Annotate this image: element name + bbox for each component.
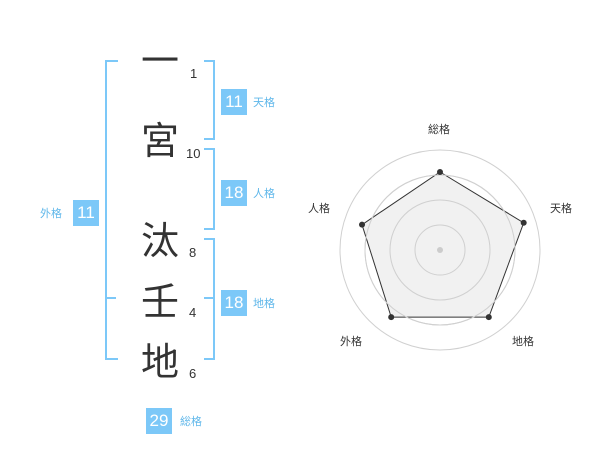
soukaku-label: 総格 xyxy=(180,415,202,428)
soukaku-value-badge: 29 xyxy=(146,408,172,434)
jinkaku-value-badge: 18 xyxy=(221,180,247,206)
radar-point-4 xyxy=(359,221,366,228)
radar-point-2 xyxy=(485,314,492,321)
radar-point-1 xyxy=(520,219,527,226)
radar-axis-label-jinkaku: 人格 xyxy=(308,202,330,215)
radar-polygon xyxy=(361,171,525,318)
radar-axis-label-chikaku: 地格 xyxy=(512,335,534,348)
name-char-4: 壬 xyxy=(141,280,180,324)
gaikaku-value-badge: 11 xyxy=(73,200,99,226)
tenkaku-label: 天格 xyxy=(253,96,275,109)
radar-axis-label-tenkaku: 天格 xyxy=(550,202,572,215)
chikaku-value-badge: 18 xyxy=(221,290,247,316)
radar-ring-overlay-2 xyxy=(389,199,491,301)
stroke-count-3: 8 xyxy=(189,245,197,260)
jinkaku-label: 人格 xyxy=(253,187,275,200)
radar-center xyxy=(437,247,443,253)
radar-ring-overlay-1 xyxy=(414,224,466,276)
radar-axis-label-soukaku: 総格 xyxy=(428,123,450,136)
name-char-1: 一 xyxy=(141,39,180,83)
tenkaku-value-badge: 11 xyxy=(221,89,247,115)
name-char-5: 地 xyxy=(141,340,180,384)
radar-point-0 xyxy=(437,169,443,175)
gaikaku-label: 外格 xyxy=(40,207,62,220)
stroke-count-2: 10 xyxy=(186,146,201,161)
name-char-3: 汰 xyxy=(141,219,180,263)
name-char-2: 宮 xyxy=(141,119,180,163)
chikaku-label: 地格 xyxy=(253,297,275,310)
stroke-count-1: 1 xyxy=(190,66,198,81)
stroke-count-5: 6 xyxy=(189,366,197,381)
radar-point-3 xyxy=(388,314,395,321)
radar-axis-label-gaikaku: 外格 xyxy=(340,335,362,348)
stroke-count-4: 4 xyxy=(189,305,197,320)
